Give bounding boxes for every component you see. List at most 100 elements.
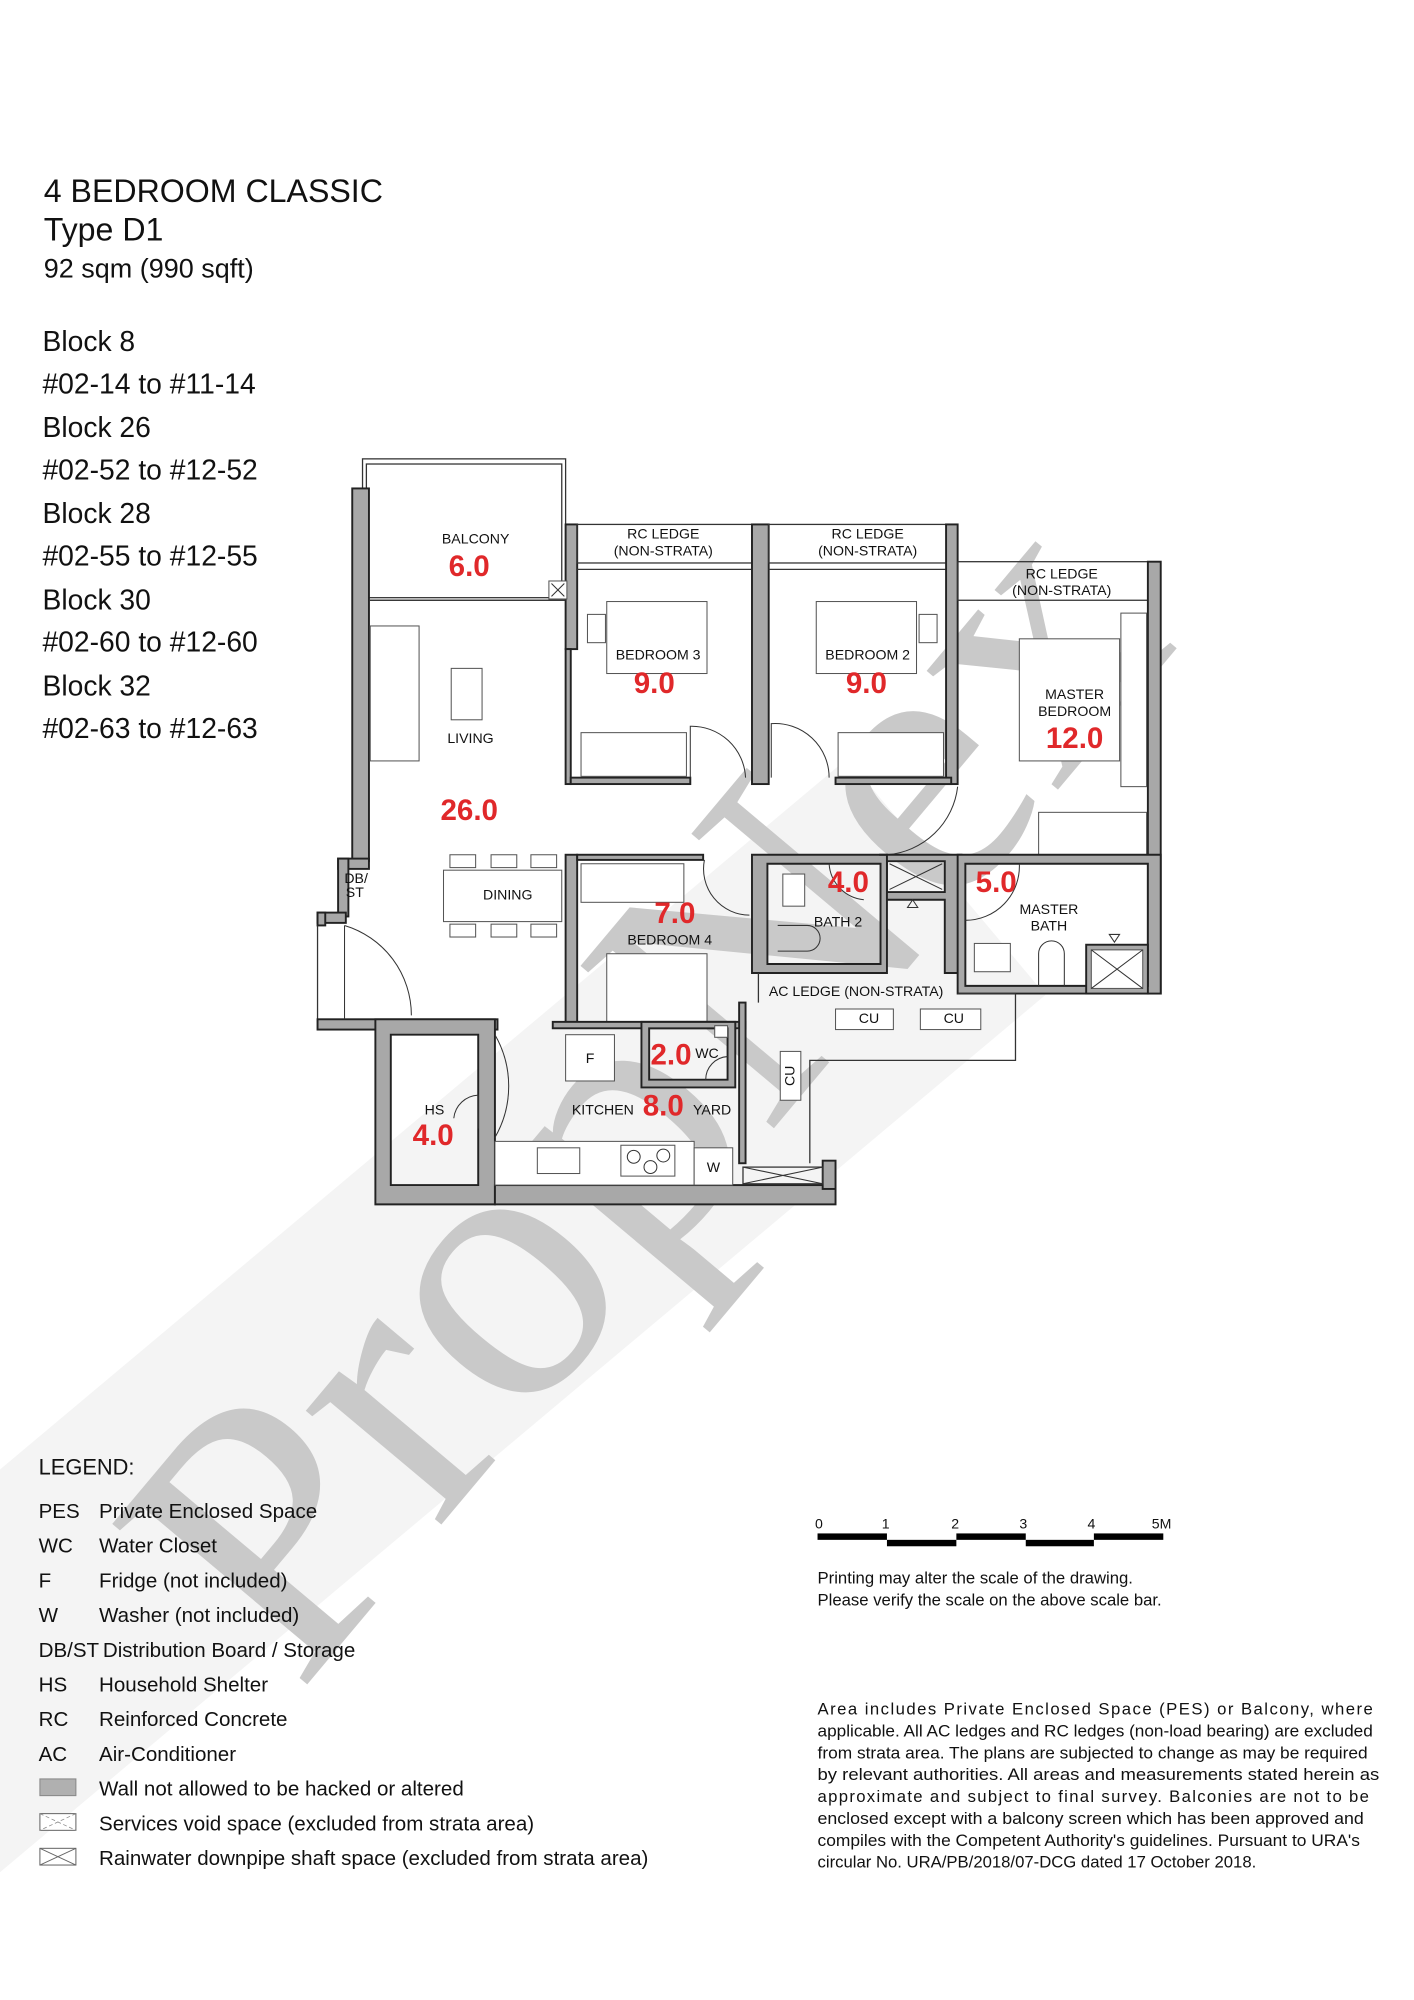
cu-label: CU [944, 1010, 964, 1026]
kitchen-door[interactable] [494, 1034, 510, 1138]
unit-type: Type D1 [44, 211, 164, 247]
legend-title: LEGEND: [39, 1454, 135, 1479]
disclaimer-line: enclosed except with a balcony screen wh… [818, 1809, 1364, 1828]
burner [656, 1148, 671, 1163]
chair [530, 923, 558, 938]
bath2-walls [751, 853, 888, 974]
block-units: #02-60 to #12-60 [42, 626, 257, 658]
scale-segment [817, 1533, 887, 1540]
block-name: Block 32 [42, 669, 150, 701]
bedroom4-door[interactable] [703, 859, 750, 916]
cu-box [779, 1050, 802, 1101]
rc-ledge-label: RC LEDGE [1026, 565, 1098, 581]
bedside [918, 613, 938, 644]
bedroom2-door[interactable] [770, 723, 830, 778]
scale-segment [886, 1539, 957, 1547]
disclaimer-line: circular No. URA/PB/2018/07-DCG dated 17… [818, 1853, 1257, 1872]
chair [490, 923, 518, 938]
washer [693, 1147, 734, 1186]
master-door[interactable] [886, 786, 959, 856]
bath2-door[interactable] [828, 863, 864, 901]
scale-segment [956, 1533, 1026, 1540]
bedroom3-area: 9.0 [634, 667, 675, 700]
legend-abbr: F [39, 1569, 52, 1592]
header: 4 BEDROOM CLASSIC Type D1 92 sqm (990 sq… [44, 173, 383, 284]
services-void-icon [889, 863, 943, 890]
rc-ledge-label: RC LEDGE [627, 526, 699, 542]
watermark-band [0, 758, 1046, 1970]
wall-swatch-icon [39, 1778, 77, 1797]
wardrobe [580, 732, 687, 777]
legend-desc: Reinforced Concrete [99, 1708, 287, 1731]
scale-segment [1093, 1533, 1164, 1540]
wall [493, 1184, 837, 1206]
bedroom4-area: 7.0 [654, 897, 695, 930]
scale-segment [1025, 1539, 1094, 1547]
legend-abbr: HS [39, 1674, 68, 1697]
bedroom3-label: BEDROOM 3 [616, 646, 701, 662]
legend-abbr: DB/ST [39, 1639, 100, 1662]
rc-ledge-label: (NON-STRATA) [1012, 582, 1111, 598]
fridge [565, 1034, 615, 1082]
disclaimer-line: from strata area. The plans are subjecte… [818, 1743, 1368, 1762]
legend-desc: Washer (not included) [99, 1604, 299, 1627]
chair [449, 854, 477, 869]
rc-ledge-label: RC LEDGE [832, 526, 904, 542]
sink [536, 1147, 581, 1175]
floor-plan: BALCONY 6.0 LIVING 26.0 DINING DB/ ST RC… [316, 458, 1162, 1206]
master-bath-label: MASTER [1019, 901, 1078, 917]
dbst-label: DB/ [344, 870, 368, 886]
sofa [369, 625, 420, 762]
bed [1018, 638, 1121, 762]
wc-door[interactable] [705, 1056, 728, 1080]
wall [834, 776, 953, 786]
block-name: Block 28 [42, 497, 150, 529]
scale-tick: 0 [815, 1515, 823, 1531]
wall [564, 853, 579, 1026]
wardrobe [580, 863, 685, 903]
disclaimer-line: compiles with the Competent Authority's … [818, 1831, 1360, 1850]
dbst-label: ST [346, 884, 364, 900]
master-bath-label: BATH [1031, 918, 1068, 934]
coffee-table [450, 667, 483, 721]
chair [490, 854, 518, 869]
living-label: LIVING [447, 730, 493, 746]
fridge-label: F [586, 1050, 595, 1066]
scale-tick: 2 [951, 1515, 959, 1531]
wardrobe [1038, 811, 1148, 857]
floor-trap-icon [906, 898, 919, 908]
main-door[interactable] [344, 924, 412, 1020]
bedroom3-door[interactable] [689, 725, 747, 778]
rainwater-shaft-icon [742, 1166, 824, 1185]
wall [945, 523, 959, 786]
rainwater-shaft-icon [39, 1847, 77, 1866]
block-units: #02-63 to #12-63 [42, 712, 257, 744]
scale-note: Printing may alter the scale of the draw… [818, 1569, 1133, 1588]
dining-table [442, 869, 563, 923]
unit-area: 92 sqm (990 sqft) [44, 254, 254, 284]
toilet [1038, 940, 1065, 986]
bedroom2-label: BEDROOM 2 [825, 646, 910, 662]
hs-label: HS [425, 1101, 445, 1117]
master-bedroom-label: BEDROOM [1038, 703, 1111, 719]
rc-ledge-label: (NON-STRATA) [614, 542, 713, 558]
legend-desc: Wall not allowed to be hacked or altered [99, 1778, 464, 1801]
master-bath-area: 5.0 [976, 866, 1017, 899]
bed [606, 953, 708, 1025]
basin [714, 1025, 729, 1038]
scale-tick: 3 [1019, 1515, 1027, 1531]
wall [569, 776, 692, 786]
ac-ledge-outline [757, 973, 1017, 1164]
scale-tick: 4 [1087, 1515, 1095, 1531]
wardrobe [837, 732, 945, 777]
hs-door[interactable] [453, 1094, 479, 1129]
master-bath-door[interactable] [965, 863, 1020, 921]
wall [316, 911, 327, 927]
wall [738, 1001, 747, 1165]
wc-walls [640, 1020, 737, 1089]
master-bedroom-label: MASTER [1045, 686, 1104, 702]
block-name: Block 26 [42, 411, 150, 443]
scale-bar: 0 1 2 3 4 5M Printing may alter the scal… [815, 1515, 1171, 1609]
scale-note: Please verify the scale on the above sca… [818, 1590, 1162, 1609]
scale-tick: 1 [882, 1515, 890, 1531]
